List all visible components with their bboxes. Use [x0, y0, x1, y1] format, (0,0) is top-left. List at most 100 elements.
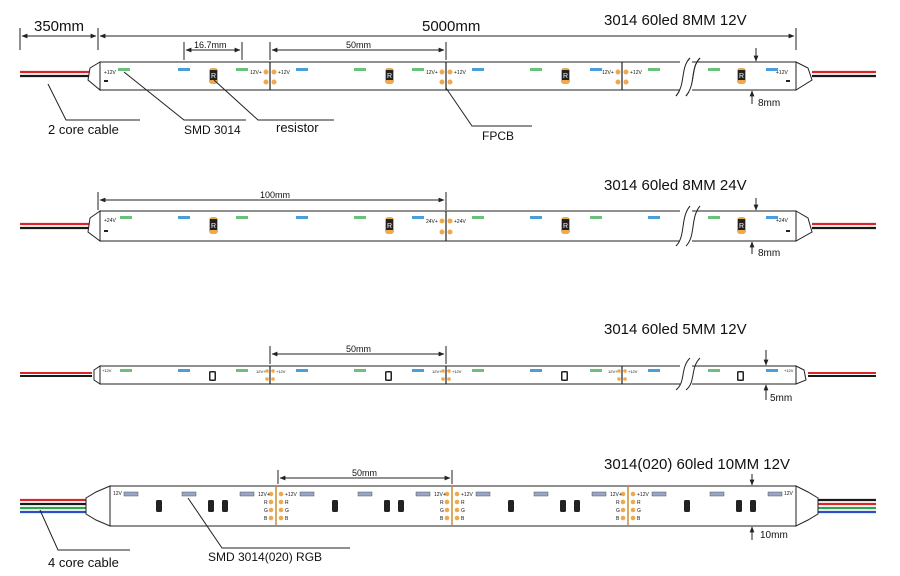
- cut-length-label: 50mm: [346, 344, 371, 354]
- strip-4-title: 3014(020) 60led 10MM 12V: [604, 456, 790, 473]
- svg-text:B: B: [440, 516, 444, 522]
- smd-led: [708, 216, 720, 219]
- svg-text:+12V: +12V: [461, 492, 473, 498]
- smd-led: [118, 68, 130, 71]
- smd-led: [296, 369, 308, 372]
- strip-2-title: 3014 60led 8MM 24V: [604, 177, 747, 194]
- smd-led: [590, 216, 602, 219]
- resistor-group: R R R R: [209, 68, 746, 84]
- strip-break: [685, 205, 701, 247]
- voltage-label: 12V: [784, 491, 794, 497]
- led-row: [120, 369, 778, 372]
- fpcb-label: FPCB: [482, 129, 514, 143]
- strip-2-group: 3014 60led 8MM 24V: [20, 177, 876, 259]
- svg-text:12V+: 12V+: [434, 492, 446, 498]
- rgb-cut-point: 12V+ +12V R G B R G B: [434, 486, 473, 526]
- cut-point: 12V+ +12V: [608, 366, 638, 384]
- smd-led: [708, 68, 720, 71]
- svg-text:G: G: [440, 508, 444, 514]
- smd-led: [648, 216, 660, 219]
- resistor: [560, 500, 566, 512]
- smd-led: [472, 68, 484, 71]
- top-dimension-group: 350mm 5000mm: [19, 18, 797, 50]
- smd-led: [178, 369, 190, 372]
- strip-4-group: 3014(020) 60led 10MM 12V: [20, 456, 876, 570]
- smd-led: [296, 216, 308, 219]
- svg-text:R: R: [739, 223, 744, 230]
- voltage-label: +12V: [776, 70, 788, 76]
- svg-text:12V+: 12V+: [602, 70, 614, 76]
- strip-break: [685, 357, 701, 391]
- smd-led: [412, 68, 424, 71]
- rgb-led: [123, 491, 139, 497]
- rgb-led: [591, 491, 607, 497]
- four-core-cable-label: 4 core cable: [48, 555, 119, 570]
- smd-led: [530, 369, 542, 372]
- svg-text:12V+: 12V+: [250, 70, 262, 76]
- voltage-label: +12V: [784, 368, 794, 373]
- resistor: [384, 500, 390, 512]
- svg-text:G: G: [461, 508, 465, 514]
- resistor: [684, 500, 690, 512]
- svg-text:R: R: [211, 73, 216, 80]
- smd-led: [236, 369, 248, 372]
- svg-text:G: G: [264, 508, 268, 514]
- svg-text:R: R: [461, 500, 465, 506]
- resistor-group: R R R R: [209, 217, 746, 234]
- led-pitch-label: 16.7mm: [194, 40, 227, 50]
- width-label: 10mm: [760, 530, 788, 541]
- rgb-led: [767, 491, 783, 497]
- resistor: R: [737, 217, 746, 234]
- rgb-led: [299, 491, 315, 497]
- resistor-group: [156, 500, 756, 512]
- smd-led: [236, 216, 248, 219]
- led-row: [120, 216, 778, 219]
- svg-text:R: R: [387, 73, 392, 80]
- svg-text:G: G: [637, 508, 641, 514]
- smd-rgb-label: SMD 3014(020) RGB: [208, 550, 322, 564]
- smd-led: [354, 216, 366, 219]
- two-core-cable-label: 2 core cable: [48, 122, 119, 137]
- strip-length-label: 5000mm: [422, 18, 480, 35]
- strip-3-group: 3014 60led 5MM 12V: [20, 321, 876, 404]
- cut-point: 12V+ +12V: [432, 366, 462, 384]
- cut-length-label: 50mm: [352, 468, 377, 478]
- end-cap-left: [85, 485, 111, 527]
- led-row: [118, 68, 778, 71]
- smd-led: [472, 369, 484, 372]
- resistor: R: [385, 217, 394, 234]
- strip-1-group: 3014 60led 8MM 12V: [20, 12, 876, 143]
- rgb-led: [181, 491, 197, 497]
- strip-break: [675, 205, 691, 247]
- resistor: [222, 500, 228, 512]
- resistor: [208, 500, 214, 512]
- smd-led: [530, 216, 542, 219]
- svg-text:R: R: [616, 500, 620, 506]
- svg-text:+12V: +12V: [452, 369, 462, 374]
- svg-text:R: R: [637, 500, 641, 506]
- resistor: [750, 500, 756, 512]
- svg-text:B: B: [637, 516, 641, 522]
- svg-text:R: R: [264, 500, 268, 506]
- rgb-led: [475, 491, 491, 497]
- resistor-label: resistor: [276, 120, 319, 135]
- smd-led: [648, 369, 660, 372]
- resistor: [156, 500, 162, 512]
- cable-length-label: 350mm: [34, 18, 84, 35]
- voltage-label: 12V: [113, 491, 123, 497]
- smd-led: [354, 369, 366, 372]
- rgb-led: [239, 491, 255, 497]
- smd-led: [708, 369, 720, 372]
- smd-led: [120, 216, 132, 219]
- resistor: R: [561, 217, 570, 234]
- strip-3-title: 3014 60led 5MM 12V: [604, 321, 747, 338]
- rgb-cut-point: 12V+ +12V R G B R G B: [610, 486, 649, 526]
- resistor-group: [209, 371, 744, 381]
- width-label: 5mm: [770, 393, 792, 404]
- cut-point: 12V+ +12V: [602, 62, 642, 90]
- svg-text:B: B: [461, 516, 465, 522]
- svg-text:+12V: +12V: [628, 369, 638, 374]
- svg-text:B: B: [285, 516, 289, 522]
- width-label: 8mm: [758, 98, 780, 109]
- svg-text:+12V: +12V: [278, 70, 290, 76]
